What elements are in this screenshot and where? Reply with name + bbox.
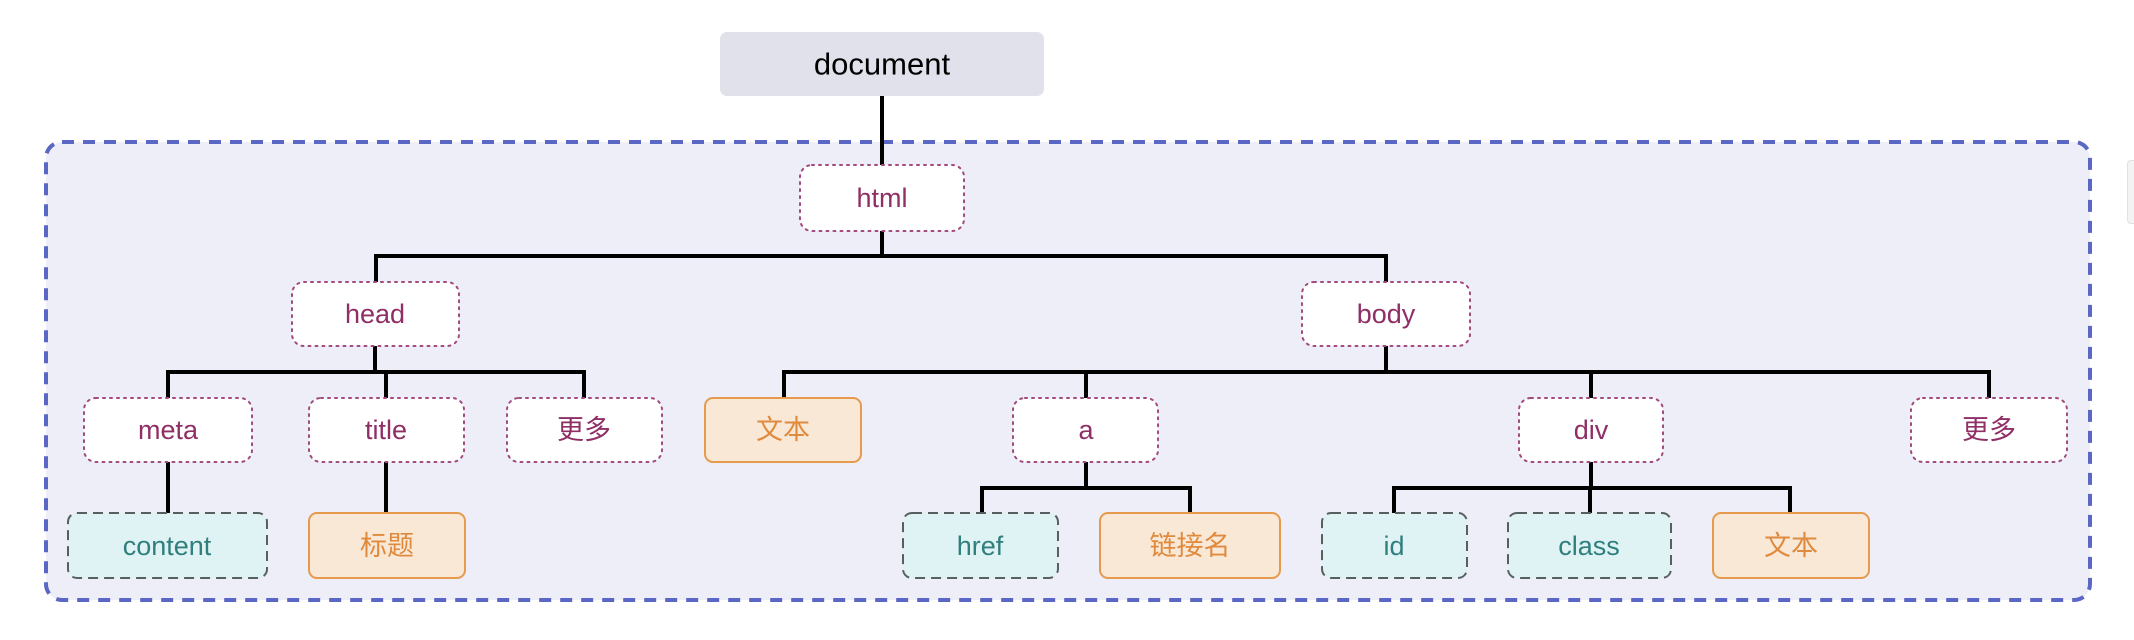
node-document: document bbox=[720, 32, 1044, 96]
node-link-name: 链接名 bbox=[1099, 512, 1281, 579]
edges-layer bbox=[166, 96, 1991, 513]
node-html: html bbox=[799, 164, 965, 232]
node-meta-label: meta bbox=[138, 415, 199, 445]
node-href: href bbox=[902, 512, 1059, 579]
node-body-text: 文本 bbox=[704, 397, 862, 463]
edge-html-body bbox=[880, 231, 1388, 282]
node-div-label: div bbox=[1574, 415, 1609, 445]
nodes-layer: document html head body meta title 更多 bbox=[67, 32, 2068, 579]
node-body-more: 更多 bbox=[1910, 397, 2068, 463]
node-class-label: class bbox=[1558, 531, 1620, 561]
node-head-more-label: 更多 bbox=[557, 415, 611, 445]
node-body-label: body bbox=[1357, 299, 1416, 329]
node-meta: meta bbox=[83, 397, 253, 463]
node-a-label: a bbox=[1078, 415, 1094, 445]
node-title-label: title bbox=[365, 415, 407, 445]
node-div-text: 文本 bbox=[1712, 512, 1870, 579]
node-class: class bbox=[1507, 512, 1672, 579]
node-content-label: content bbox=[123, 531, 212, 561]
node-body-more-label: 更多 bbox=[1962, 415, 2016, 445]
edge-head-more bbox=[373, 346, 586, 398]
node-href-label: href bbox=[957, 531, 1004, 561]
node-title-text-label: 标题 bbox=[360, 531, 414, 561]
node-div-text-label: 文本 bbox=[1764, 531, 1818, 561]
node-head: head bbox=[291, 281, 460, 347]
node-html-label: html bbox=[856, 183, 907, 213]
node-id: id bbox=[1321, 512, 1468, 579]
node-document-label: document bbox=[814, 47, 951, 82]
node-id-label: id bbox=[1383, 531, 1404, 561]
node-head-label: head bbox=[345, 299, 405, 329]
node-a: a bbox=[1012, 397, 1159, 463]
edge-a-linkname bbox=[1084, 462, 1192, 513]
node-title: title bbox=[308, 397, 465, 463]
node-body-text-label: 文本 bbox=[756, 415, 810, 445]
node-link-name-label: 链接名 bbox=[1150, 531, 1231, 561]
edge-div-text bbox=[1589, 462, 1792, 513]
node-head-more: 更多 bbox=[506, 397, 663, 463]
node-div: div bbox=[1518, 397, 1664, 463]
node-body: body bbox=[1301, 281, 1471, 347]
node-content: content bbox=[67, 512, 268, 579]
edge-body-more bbox=[1384, 346, 1991, 398]
node-title-text: 标题 bbox=[308, 512, 466, 579]
side-panel-handle[interactable] bbox=[2127, 160, 2134, 224]
